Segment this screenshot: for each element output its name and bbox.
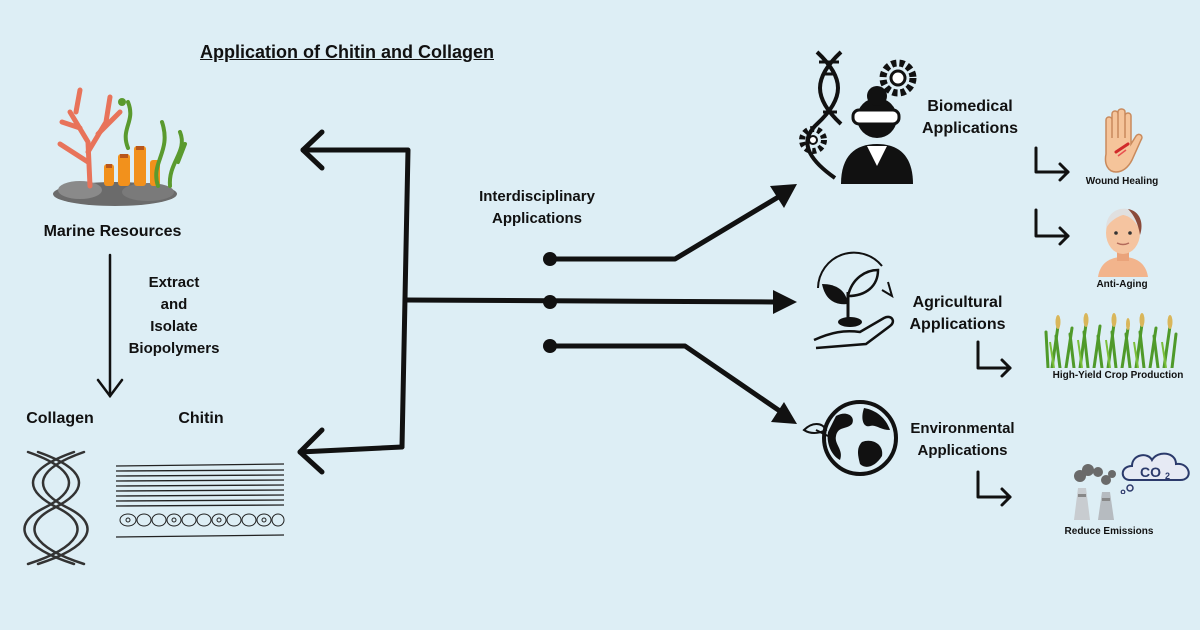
- interdisciplinary-label: Interdisciplinary Applications: [462, 186, 612, 230]
- elbow-wound-head: [1058, 162, 1070, 182]
- dot-mid: [543, 295, 557, 309]
- co2-subscript: 2: [1165, 471, 1170, 481]
- extract-line-1: Extract: [148, 274, 200, 291]
- trunk-line: [402, 297, 778, 305]
- arrow-head-environmental: [771, 402, 797, 424]
- agricultural-line-1: Agricultural: [912, 294, 1003, 311]
- plant-in-hand-icon: [813, 251, 895, 350]
- page-title: Application of Chitin and Collagen: [200, 42, 494, 62]
- reduce-emissions-label: Reduce Emissions: [1064, 526, 1154, 537]
- elbow-aging-head: [1058, 226, 1070, 246]
- extract-down-arrow-head: [96, 378, 124, 399]
- elbow-emissions-head: [1000, 487, 1012, 507]
- biomedical-line-1: Biomedical: [927, 98, 1013, 115]
- biomedical-line-2: Applications: [921, 120, 1018, 137]
- extract-line-4: Biopolymers: [128, 340, 220, 357]
- extract-line-3: Isolate: [150, 318, 198, 335]
- environmental-line-1: Environmental: [910, 420, 1015, 437]
- factory-smoke-icon: [1074, 464, 1116, 520]
- agricultural-label: Agricultural Applications: [900, 292, 1015, 336]
- crop-production-label: High-Yield Crop Production: [1052, 370, 1184, 381]
- co2-text: CO: [1140, 464, 1161, 480]
- elbow-wound: [1034, 146, 1070, 174]
- interdisciplinary-line-2: Applications: [491, 210, 582, 227]
- collagen-label: Collagen: [26, 410, 94, 427]
- scientist-dna-gears-icon: [799, 50, 917, 184]
- interdisciplinary-line-1: Interdisciplinary: [479, 188, 595, 205]
- injured-hand-icon: [1104, 108, 1143, 173]
- coral-reef-icon: [53, 87, 187, 206]
- arrow-to-marine-head: [300, 129, 325, 171]
- arrow-to-biopolymers: [297, 444, 405, 455]
- dot-bottom: [543, 339, 557, 353]
- rice-crop-icon: [1044, 313, 1178, 368]
- arrow-to-biopolymers-head: [297, 427, 325, 475]
- elbow-crop-head: [1000, 358, 1012, 378]
- aging-face-icon: [1098, 208, 1148, 277]
- elbow-aging: [1034, 208, 1070, 238]
- chitin-tissue-icon: [115, 463, 285, 538]
- elbow-emissions: [976, 470, 1012, 499]
- branch-environmental: [547, 343, 793, 421]
- marine-resources-label: Marine Resources: [43, 223, 182, 240]
- chitin-label: Chitin: [178, 410, 224, 427]
- branch-biomedical: [547, 187, 793, 262]
- environmental-label: Environmental Applications: [905, 418, 1020, 462]
- extract-line-2: and: [160, 296, 188, 313]
- co2-cloud-icon: CO 2: [1120, 452, 1190, 494]
- wound-healing-label: Wound Healing: [1085, 176, 1159, 187]
- biomedical-label: Biomedical Applications: [915, 96, 1025, 140]
- environmental-line-2: Applications: [917, 442, 1008, 459]
- earth-globe-icon: [802, 400, 898, 476]
- agricultural-line-2: Applications: [909, 316, 1006, 333]
- elbow-crop: [976, 340, 1012, 370]
- collagen-helix-icon: [23, 450, 89, 566]
- arrow-head-biomedical: [770, 184, 797, 208]
- extract-label: Extract and Isolate Biopolymers: [112, 272, 236, 360]
- arrow-head-agricultural: [773, 290, 797, 314]
- anti-aging-label: Anti-Aging: [1096, 279, 1148, 290]
- dot-top: [543, 252, 557, 266]
